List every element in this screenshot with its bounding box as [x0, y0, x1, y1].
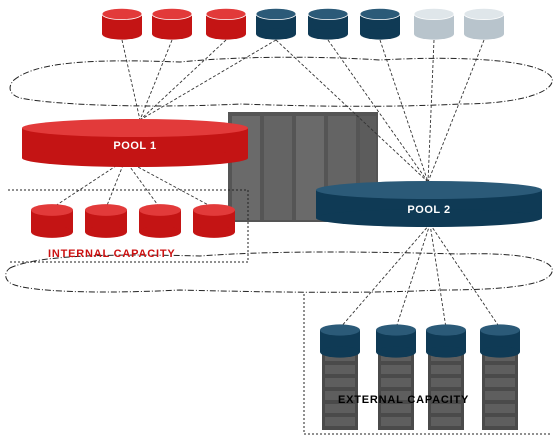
internal-disk-4	[193, 204, 235, 238]
pool2-cylinder: POOL 2	[316, 181, 542, 227]
host-disk-6	[359, 7, 401, 40]
pool1-cylinder: POOL 1	[22, 119, 248, 167]
host-network-cloud	[9, 56, 553, 107]
host-disk-1	[101, 7, 143, 40]
internal-disk-1	[31, 204, 73, 238]
external-disk-2	[376, 324, 416, 358]
internal-capacity-label: INTERNAL CAPACITY	[48, 248, 175, 260]
host-disk-2	[151, 7, 193, 40]
external-capacity-label: EXTERNAL CAPACITY	[338, 394, 469, 406]
internal-disk-2	[85, 204, 127, 238]
external-array-1	[322, 346, 358, 430]
pool2-label: POOL 2	[407, 204, 450, 216]
internal-capacity-region	[8, 189, 249, 263]
external-capacity-region	[303, 294, 552, 435]
pool2-to-external-links	[339, 223, 501, 329]
external-array-4	[482, 346, 518, 430]
host-to-pool1-links	[121, 39, 277, 121]
internal-capacity-disks	[31, 204, 235, 238]
internal-disk-3	[139, 204, 181, 238]
external-array-2	[378, 346, 414, 430]
external-disk-4	[480, 324, 520, 358]
external-capacity-arrays	[320, 324, 520, 430]
host-disk-7	[413, 7, 455, 40]
host-disk-4	[255, 7, 297, 40]
pool1-to-internal-links	[51, 159, 215, 209]
external-disk-1	[320, 324, 360, 358]
host-disk-3	[205, 7, 247, 40]
host-disk-5	[307, 7, 349, 40]
host-disk-8	[463, 7, 505, 40]
host-disks	[101, 7, 505, 40]
external-disk-3	[426, 324, 466, 358]
external-network-cloud	[5, 251, 553, 293]
host-to-pool2-links	[275, 39, 485, 183]
external-array-3	[428, 346, 464, 430]
pool1-label: POOL 1	[113, 140, 156, 152]
